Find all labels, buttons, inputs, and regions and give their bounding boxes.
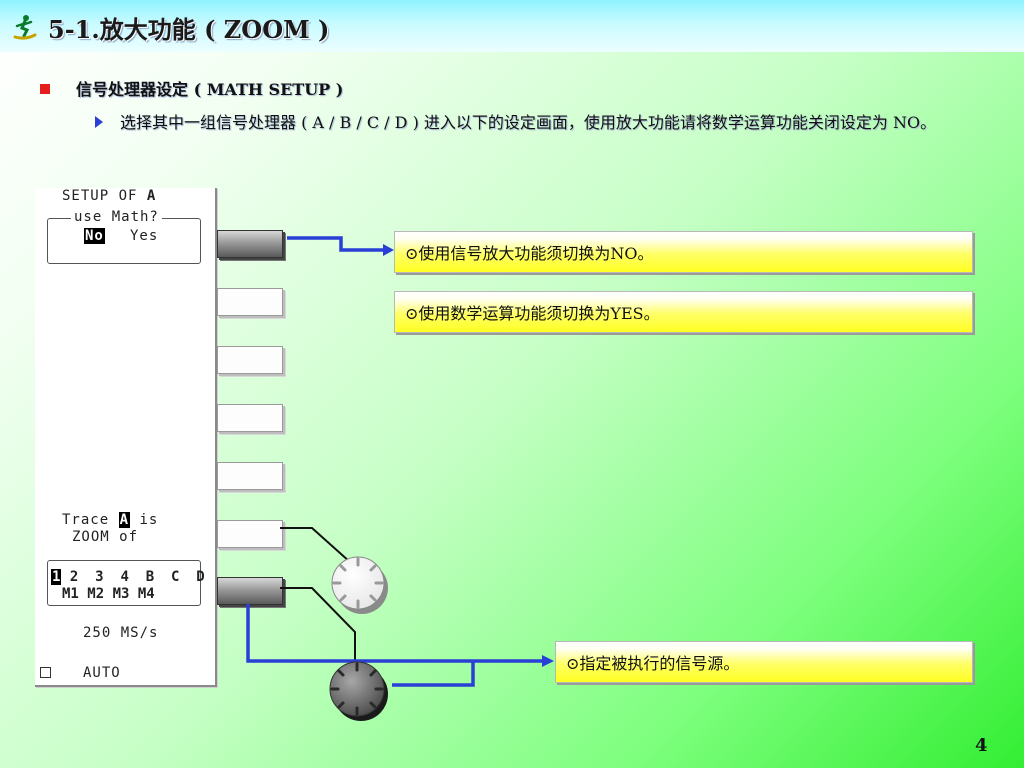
source-select-box: 1 2 3 4 B C D M1 M2 M3 M4 bbox=[47, 560, 205, 606]
use-math-box: use Math? No Yes bbox=[47, 209, 201, 264]
source-selected: 1 bbox=[51, 569, 62, 585]
auto-label: AUTO bbox=[83, 665, 121, 681]
setup-of-label: SETUP OF A bbox=[62, 188, 157, 204]
description-text: 选择其中一组信号处理器 ( A / B / C / D ) 进入以下的设定画面，… bbox=[120, 113, 937, 132]
knob-dark-icon[interactable] bbox=[329, 661, 388, 721]
use-math-legend: use Math? bbox=[71, 209, 162, 225]
source-row-2[interactable]: M1 M2 M3 M4 bbox=[62, 586, 155, 602]
page-number: 4 bbox=[975, 735, 988, 756]
knob-light-icon[interactable] bbox=[331, 556, 388, 614]
connector-1 bbox=[287, 236, 384, 252]
connector-1-arrowhead bbox=[383, 244, 394, 256]
header-bar: 5-1.放大功能 ( ZOOM ) bbox=[0, 0, 1024, 52]
source-row-1[interactable]: 1 2 3 4 B C D bbox=[51, 569, 205, 585]
softkey-3[interactable] bbox=[217, 346, 283, 374]
oscilloscope-screen: SETUP OF A use Math? No Yes Trace A is Z… bbox=[35, 188, 217, 687]
softkey-5[interactable] bbox=[217, 462, 283, 490]
trace-is-label: Trace A is bbox=[62, 512, 159, 528]
softkey-1[interactable] bbox=[217, 230, 283, 258]
zoom-of-label: ZOOM of bbox=[72, 529, 139, 545]
callout-math-no: ⊙使用信号放大功能须切换为NO。 bbox=[394, 231, 973, 273]
connector-3 bbox=[392, 661, 475, 687]
leader-line-2 bbox=[280, 587, 356, 662]
section-heading: 信号处理器设定 ( MATH SETUP ) bbox=[76, 80, 344, 99]
sample-rate: 250 MS/s bbox=[83, 625, 159, 641]
softkey-4[interactable] bbox=[217, 404, 283, 432]
callout-source: ⊙指定被执行的信号源。 bbox=[555, 641, 973, 683]
setup-channel: A bbox=[146, 188, 157, 204]
softkey-7[interactable] bbox=[217, 577, 283, 605]
connector-2-arrowhead bbox=[542, 655, 554, 667]
math-option-yes[interactable]: Yes bbox=[130, 228, 159, 244]
auto-checkbox[interactable] bbox=[40, 667, 51, 678]
arrow-bullet-icon bbox=[95, 116, 103, 128]
softkey-2[interactable] bbox=[217, 288, 283, 316]
callout-math-yes: ⊙使用数学运算功能须切换为YES。 bbox=[394, 291, 973, 333]
page-title: 5-1.放大功能 ( ZOOM ) bbox=[48, 15, 330, 44]
trace-channel: A bbox=[118, 512, 131, 528]
leader-line-1 bbox=[280, 527, 351, 563]
math-option-no[interactable]: No bbox=[84, 228, 105, 244]
connector-2 bbox=[246, 604, 543, 663]
skateboarder-icon bbox=[13, 15, 37, 40]
softkey-6[interactable] bbox=[217, 520, 283, 548]
bullet-square-icon bbox=[40, 84, 50, 94]
